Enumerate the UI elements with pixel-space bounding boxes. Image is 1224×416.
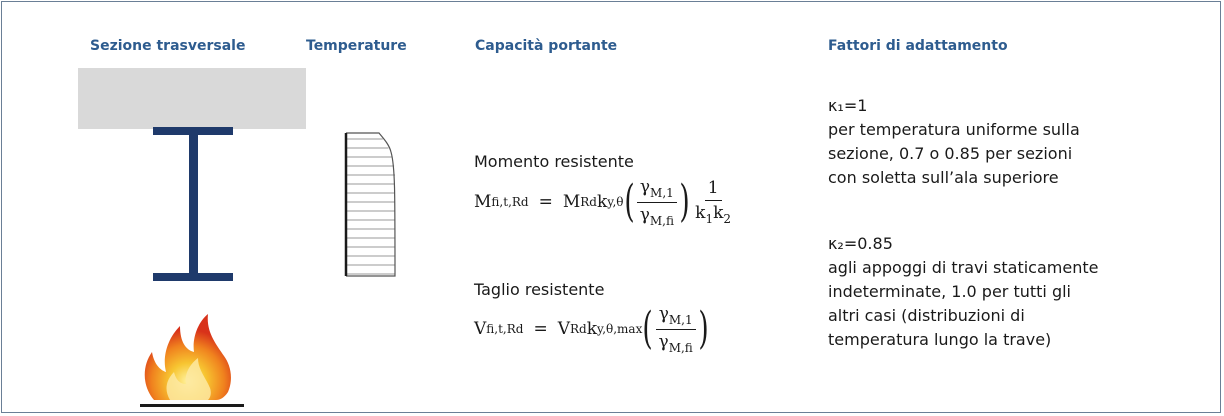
k1-line: con soletta sull’ala superiore bbox=[828, 168, 1059, 187]
header-capacita-portante: Capacità portante bbox=[475, 38, 618, 54]
k1-line: per temperatura uniforme sulla bbox=[828, 120, 1080, 139]
concrete-slab bbox=[78, 68, 306, 129]
steel-i-beam bbox=[153, 127, 233, 281]
header-temperature: Temperature bbox=[306, 38, 407, 54]
momento-label: Momento resistente bbox=[474, 152, 634, 171]
k2-line: agli appoggi di travi staticamente bbox=[828, 258, 1099, 277]
beam-web bbox=[189, 127, 198, 279]
temperature-profile bbox=[344, 132, 396, 277]
k1-line: sezione, 0.7 o 0.85 per sezioni bbox=[828, 144, 1073, 163]
fire-icon bbox=[140, 314, 244, 407]
header-sezione-trasversale: Sezione trasversale bbox=[90, 38, 246, 54]
k2-line: altri casi (distribuzioni di bbox=[828, 306, 1025, 325]
beam-bottom-flange bbox=[153, 273, 233, 281]
header-fattori-adattamento: Fattori di adattamento bbox=[828, 38, 1008, 54]
k2-line: temperatura lungo la trave) bbox=[828, 330, 1052, 349]
k1-value: κ₁=1 bbox=[828, 96, 868, 115]
k2-line: indeterminate, 1.0 per tutti gli bbox=[828, 282, 1071, 301]
fattore-k2: κ₂=0.85 agli appoggi di travi staticamen… bbox=[828, 232, 1098, 352]
k2-value: κ₂=0.85 bbox=[828, 234, 893, 253]
taglio-label: Taglio resistente bbox=[474, 280, 605, 299]
fattore-k1: κ₁=1 per temperatura uniforme sulla sezi… bbox=[828, 94, 1080, 190]
